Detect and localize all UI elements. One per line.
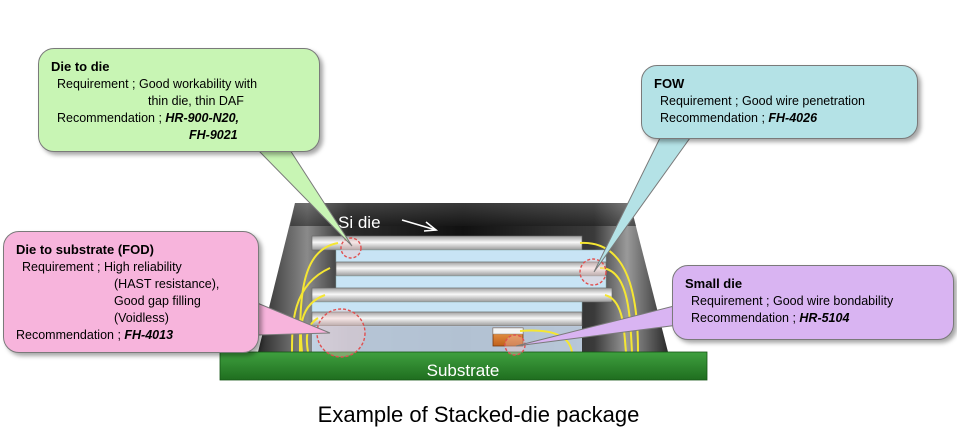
recommendation-line: Recommendation ; HR-5104 [685, 310, 943, 327]
requirement-prefix: Requirement ; [22, 260, 104, 274]
requirement-text: High reliability [103, 260, 182, 274]
figure-caption: Example of Stacked-die package [317, 402, 640, 427]
marker-die-to-die [340, 237, 362, 259]
requirement-text: Good wire penetration [741, 94, 865, 108]
product-code: FH-4026 [768, 111, 818, 125]
requirement-cont: thin die, thin DAF [148, 94, 244, 108]
recommendation-line: Recommendation ; HR-900-N20, [51, 110, 309, 127]
recommendation-prefix: Recommendation ; [16, 328, 125, 342]
requirement-line: Requirement ; Good wire penetration [654, 93, 907, 110]
product-code: HR-5104 [799, 311, 850, 325]
recommendation-line: Recommendation ; FH-4026 [654, 110, 907, 127]
requirement-line: Requirement ; Good workability with [51, 76, 309, 93]
recommendation-prefix: Recommendation ; [57, 111, 166, 125]
substrate-label: Substrate [427, 361, 500, 380]
si-die-arrow [401, 219, 439, 232]
callout-title: Small die [685, 276, 743, 291]
requirement-line: Requirement ; Good wire bondability [685, 293, 943, 310]
callout-title: Die to substrate (FOD) [16, 242, 154, 257]
recommendation-prefix: Recommendation ; [660, 111, 769, 125]
daf-layer-2 [335, 275, 607, 289]
callout-die-to-die: Die to die Requirement ; Good workabilit… [38, 48, 320, 152]
daf-layer-3 [311, 301, 583, 313]
product-code: HR-900-N20, [165, 111, 240, 125]
marker-fow [579, 258, 607, 286]
requirement-cont-1: (HAST resistance), [114, 277, 220, 291]
requirement-prefix: Requirement ; [691, 294, 773, 308]
marker-die-to-substrate [316, 308, 366, 358]
si-die-3 [311, 287, 613, 303]
si-die-label: Si die [338, 213, 381, 232]
si-die-2 [335, 261, 607, 277]
requirement-line: Requirement ; High reliability [16, 259, 248, 276]
mold-top-shade [290, 203, 636, 226]
requirement-prefix: Requirement ; [660, 94, 742, 108]
callout-die-to-substrate: Die to substrate (FOD) Requirement ; Hig… [3, 231, 259, 353]
recommendation-prefix: Recommendation ; [691, 311, 800, 325]
recommendation-line: Recommendation ; FH-4013 [16, 327, 248, 344]
requirement-cont-3: (Voidless) [114, 311, 169, 325]
substrate [219, 351, 708, 381]
requirement-prefix: Requirement ; [57, 77, 139, 91]
requirement-text: Good workability with [138, 77, 258, 91]
product-code-2: FH-9021 [189, 128, 238, 142]
requirement-text: Good wire bondability [772, 294, 894, 308]
small-die-top [492, 327, 524, 335]
callout-small-die: Small die Requirement ; Good wire bondab… [672, 265, 954, 340]
requirement-cont-2: Good gap filling [114, 294, 201, 308]
callout-title: Die to die [51, 59, 110, 74]
callout-fow: FOW Requirement ; Good wire penetration … [641, 65, 918, 139]
product-code: FH-4013 [124, 328, 174, 342]
callout-title: FOW [654, 76, 685, 91]
daf-layer-1 [335, 249, 607, 263]
